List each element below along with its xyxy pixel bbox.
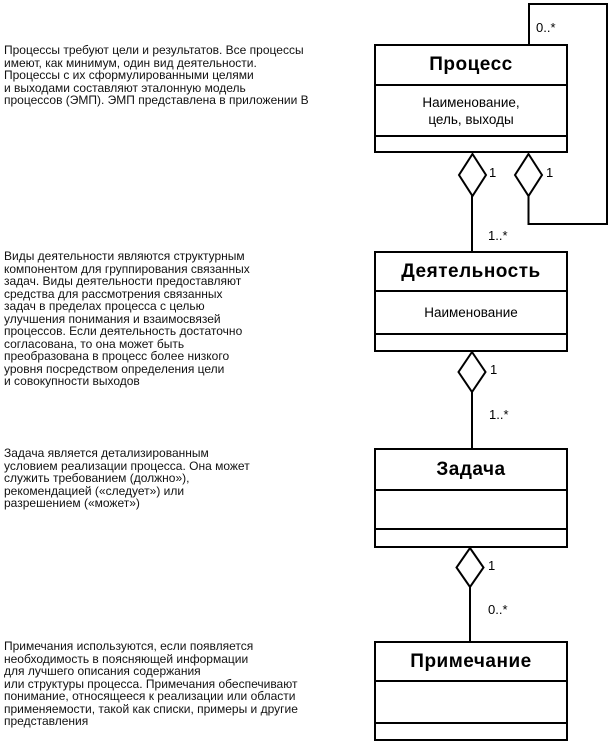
class-attributes-process: Наименование, цель, выходы <box>376 86 566 137</box>
class-title-process: Процесс <box>376 46 566 86</box>
aggregation-diamond-icon <box>455 546 485 589</box>
class-attributes-task <box>376 491 566 530</box>
class-attributes-activity: Наименование <box>376 292 566 335</box>
paragraph-activity: Виды деятельности являются структурным к… <box>4 249 250 388</box>
paragraph-note: Примечания используются, если появляется… <box>4 639 298 728</box>
class-box-process: Процесс Наименование, цель, выходы <box>374 44 568 153</box>
class-box-note: Примечание <box>374 641 568 741</box>
class-box-task: Задача <box>374 448 568 548</box>
class-operations-task <box>376 530 566 546</box>
multiplicity-process-right: 1 <box>546 165 554 180</box>
aggregation-diamond-icon <box>457 350 487 394</box>
class-title-activity: Деятельность <box>376 253 566 292</box>
multiplicity-activity-many: 1..* <box>488 228 508 243</box>
class-attributes-note <box>376 682 566 724</box>
multiplicity-process-left: 1 <box>489 165 497 180</box>
class-title-task: Задача <box>376 450 566 491</box>
multiplicity-note-many: 0..* <box>488 602 508 617</box>
multiplicity-activity-one: 1 <box>490 362 498 377</box>
class-operations-process <box>376 137 566 151</box>
class-operations-activity <box>376 335 566 350</box>
multiplicity-process-self: 0..* <box>536 20 556 35</box>
multiplicity-task-many: 1..* <box>489 407 509 422</box>
multiplicity-task-one: 1 <box>488 558 496 573</box>
paragraph-task: Задача является детализированным условие… <box>4 446 250 510</box>
aggregation-diamond-icon <box>513 152 544 198</box>
aggregation-diamond-icon <box>457 152 488 198</box>
paragraph-process: Процессы требуют цели и результатов. Все… <box>4 43 309 107</box>
class-operations-note <box>376 724 566 739</box>
class-box-activity: Деятельность Наименование <box>374 251 568 352</box>
class-title-note: Примечание <box>376 643 566 682</box>
